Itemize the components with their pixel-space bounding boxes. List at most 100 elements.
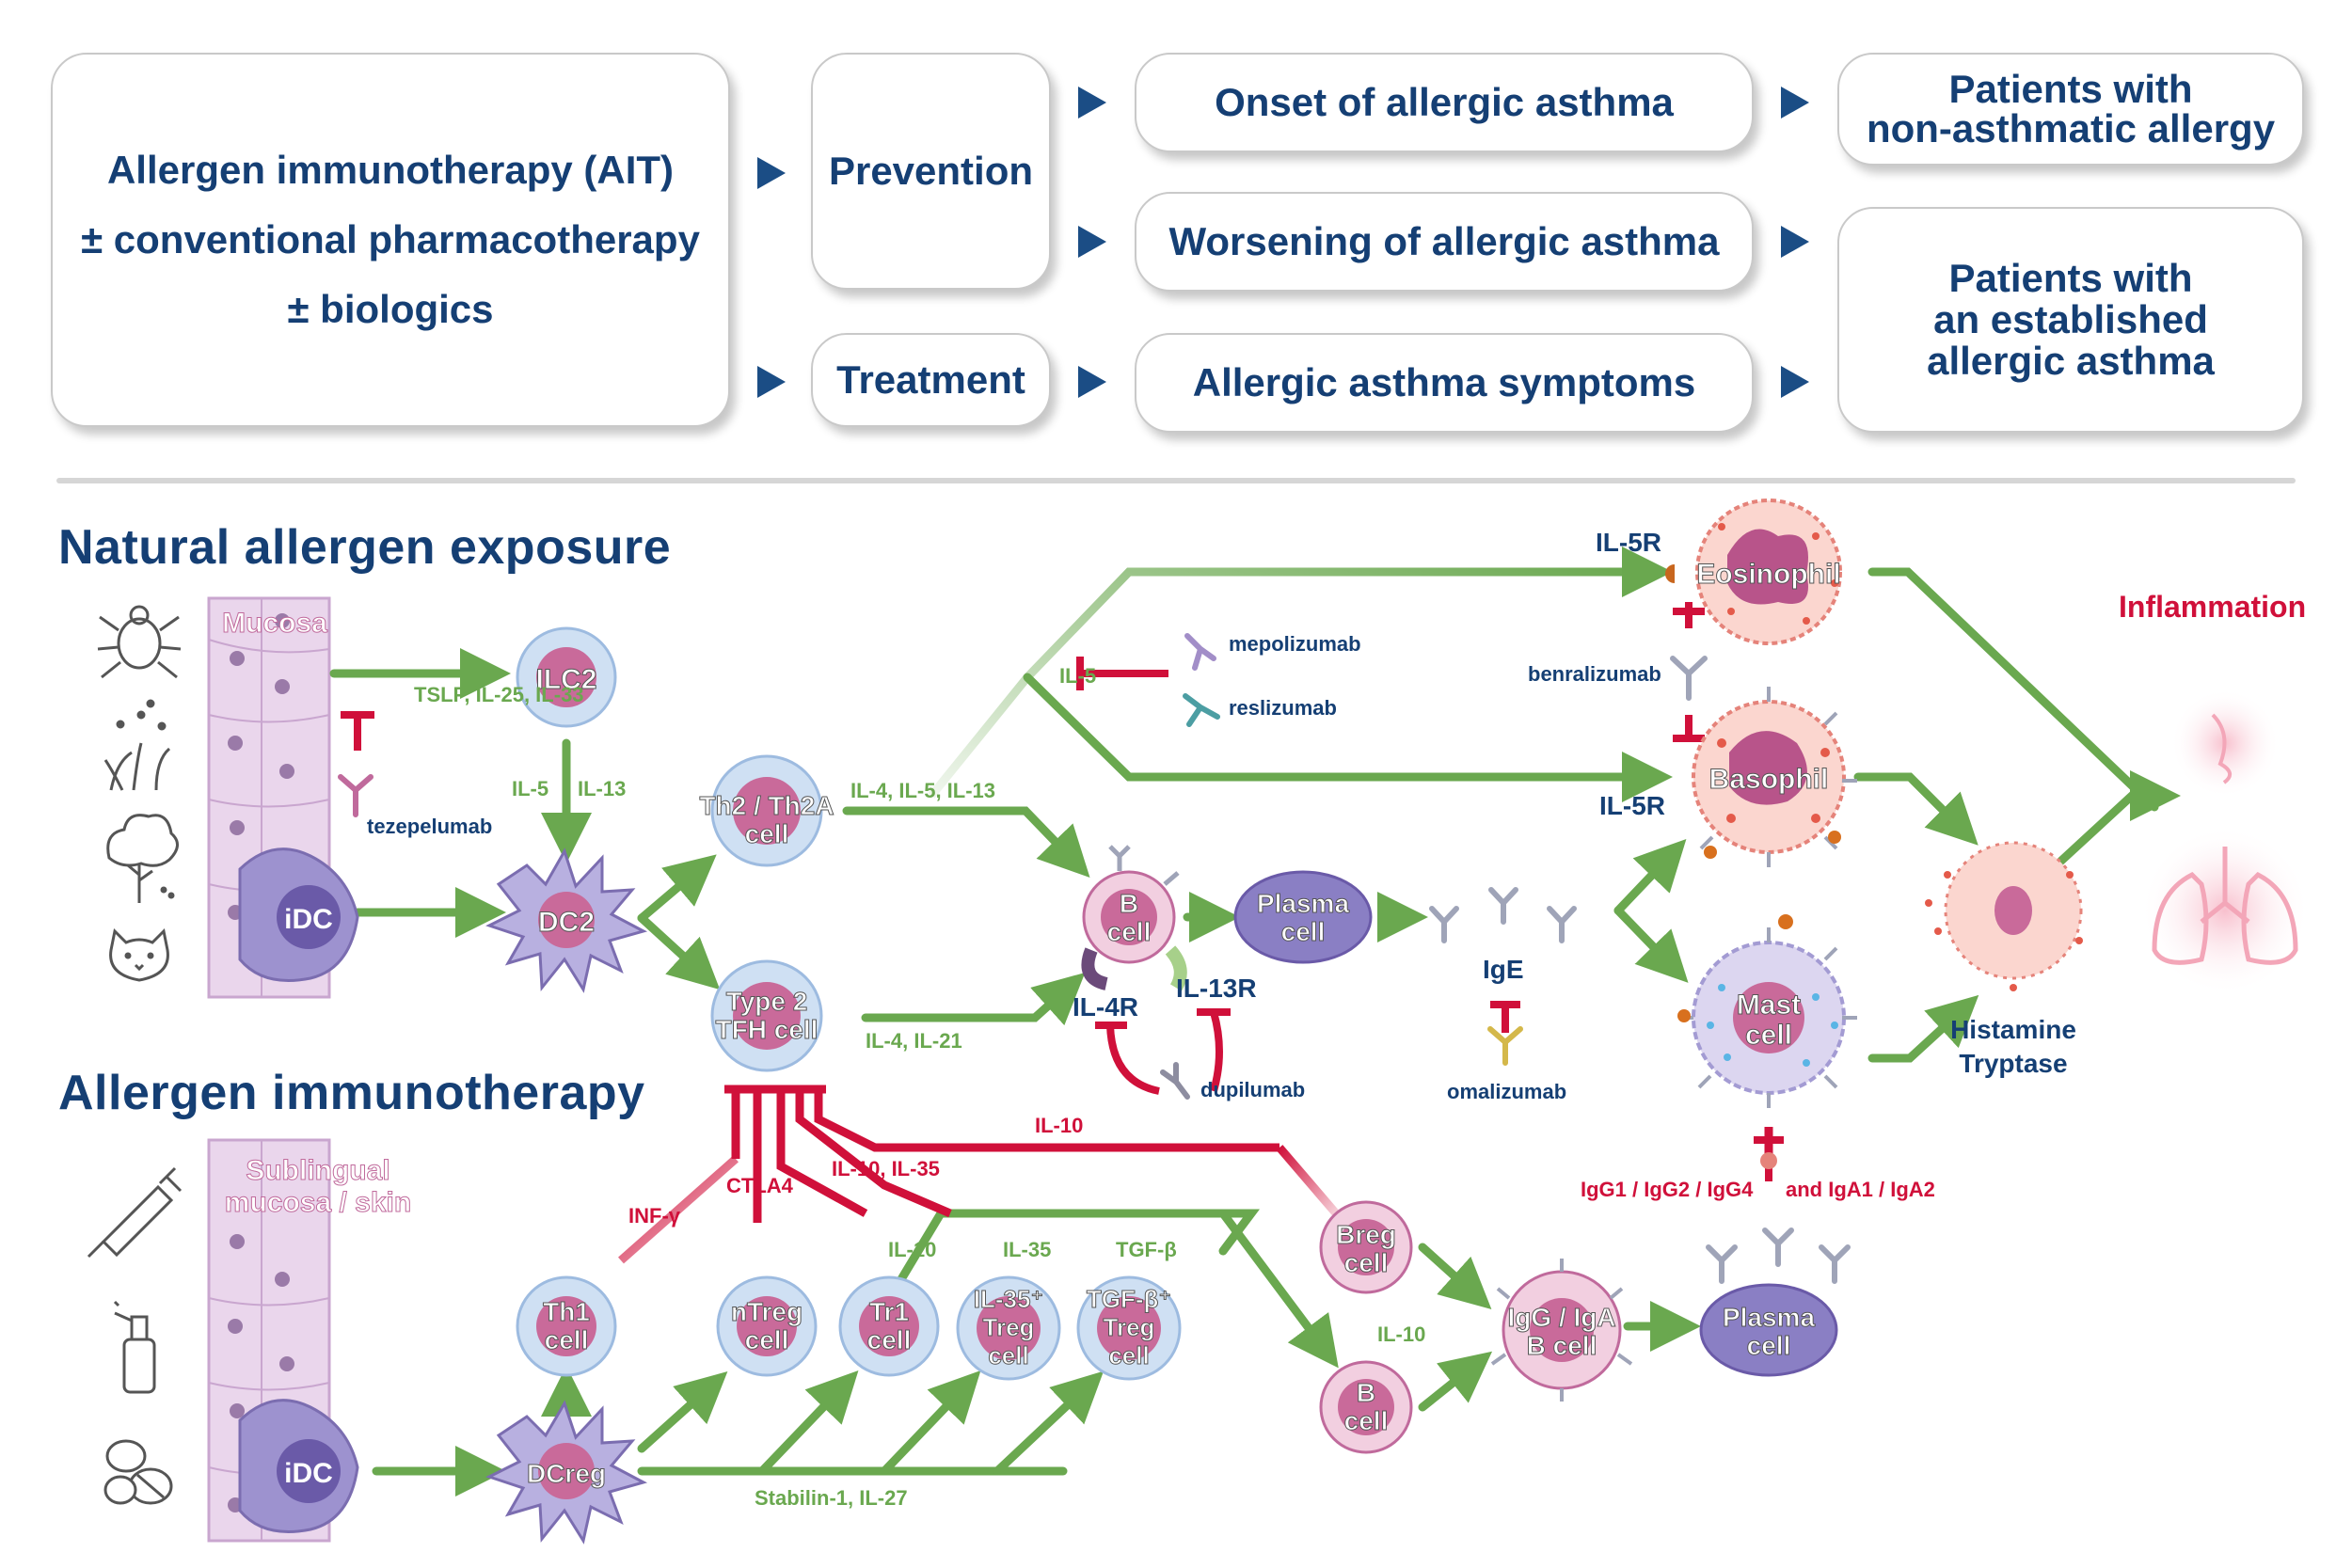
breg-cell: Breg cell [1319,1200,1413,1294]
breg-label-2: cell [1344,1248,1389,1277]
iga-label: and IgA1 / IgA2 [1786,1178,1935,1201]
tr1-label-2: cell [867,1325,912,1354]
ait-arrows [372,1209,1701,1497]
nonasthma-line2: non-asthmatic allergy [1866,106,2276,150]
tfh-label-2: TFH cell [716,1015,818,1044]
symptoms-label: Allergic asthma symptoms [1192,360,1696,404]
idc-cell-ait: iDC [238,1399,359,1533]
il35treg-label-3: cell [988,1341,1028,1370]
il4-il21-label: IL-4, IL-21 [866,1029,962,1053]
mast-label-1: Mast [1737,990,1801,1021]
ait-heading: Allergen immunotherapy [58,1066,645,1120]
tgfb-treg-cell: TGF-β⁺ Treg cell [1076,1275,1182,1381]
tryptase-label: Tryptase [1959,1049,2067,1078]
igg-label: IgG1 / IgG2 / IgG4 [1581,1178,1754,1201]
dcreg-cell: DCreg [485,1400,648,1544]
stabilin-label: Stabilin-1, IL-27 [755,1486,908,1510]
asthma-line3: allergic asthma [1927,339,2215,383]
ilc2-label: ILC2 [535,664,596,695]
plasma-label-1: Plasma [1257,889,1349,918]
treatment-box: Treatment [811,333,1051,427]
il4r-label: IL-4R [1073,992,1138,1022]
mast-cell: Mast cell [1677,914,1857,1108]
tr1-label-1: Tr1 [869,1297,909,1326]
prevention-label: Prevention [828,149,1034,193]
arrow-to-symptoms [1078,366,1106,398]
arrow-to-onset [1078,87,1106,119]
il10-il35-label: IL-10, IL-35 [832,1157,940,1180]
ait-line1: Allergen immunotherapy (AIT) [106,148,675,192]
mite-icon [97,605,182,679]
lungs-icon [2152,847,2298,965]
patients-asthma-box: Patients with an established allergic as… [1837,207,2304,433]
arrow-to-worsening [1078,226,1106,258]
dc2-label: DC2 [538,907,595,938]
idc-cell-natural: iDC [238,847,359,982]
nonasthma-line1: Patients with [1948,67,2193,111]
b-label-1: B [1120,889,1138,918]
worsening-box: Worsening of allergic asthma [1135,192,1754,292]
patients-nonasthma-box: Patients with non-asthmatic allergy [1837,53,2304,166]
prevention-box: Prevention [811,53,1051,290]
il35-green-label: IL-35 [1003,1238,1051,1261]
tgfbtreg-label-3: cell [1108,1341,1149,1370]
il5-arrow [928,546,1673,799]
arrow-to-nonasthma [1781,87,1809,119]
reslizumab-label: reslizumab [1229,696,1337,720]
histamine-label: Histamine [1950,1015,2076,1044]
th1-label-1: Th1 [543,1297,590,1326]
degranulated-cell [1925,841,2083,991]
symptoms-box: Allergic asthma symptoms [1135,333,1754,433]
il10-green-label: IL-10 [888,1238,936,1261]
benralizumab-label: benralizumab [1528,662,1661,686]
antigen-dot [1760,1152,1777,1169]
arrow-to-asthma-1 [1781,226,1809,258]
ctla4-label: CTLA4 [726,1174,794,1197]
il35-treg-cell: IL-35⁺ Treg cell [956,1275,1061,1381]
tgfb-green-label: TGF-β [1116,1238,1177,1261]
green-labels: TSLP, IL-25, IL-33 IL-5 IL-13 IL-4, IL-5… [414,664,1425,1510]
mepolizumab-label: mepolizumab [1229,632,1361,656]
mucosa-label: Mucosa [222,608,327,639]
reslizumab-antibody [1183,693,1220,727]
allergen-icons [87,605,183,1505]
arrow-to-asthma-2 [1781,366,1809,398]
ntreg-label-2: cell [745,1325,789,1354]
arrow-to-prevention [757,157,786,189]
il10-red-label: IL-10 [1035,1114,1083,1137]
red-labels: INF-γ CTLA4 IL-10, IL-35 IL-10 IgG1 / Ig… [628,1114,1935,1227]
navy-labels: tezepelumab mepolizumab reslizumab benra… [367,632,1661,1103]
plasma-ait-label-2: cell [1747,1331,1791,1360]
inflammation-label: Inflammation [2119,590,2306,624]
il5-label: IL-5 [1059,664,1096,688]
il10-b-label: IL-10 [1377,1323,1425,1346]
iggb-label-2: B cell [1527,1331,1597,1360]
treatment-label: Treatment [836,357,1025,402]
ait-box: Allergen immunotherapy (AIT) ± conventio… [51,53,730,427]
infg-line [618,1155,739,1264]
infg-label: INF-γ [628,1204,681,1227]
ilc2-cell: ILC2 [516,626,617,728]
nose-icon [2211,713,2232,784]
worsening-label: Worsening of allergic asthma [1168,219,1720,263]
spray-icon [113,1300,156,1394]
tree-icon [106,814,179,903]
mepolizumab-antibody [1184,633,1216,671]
tfh-label-1: Type 2 [726,987,808,1016]
tfh-cell: Type 2 TFH cell [710,959,823,1072]
dupilumab-antibody [1160,1062,1190,1100]
onset-box: Onset of allergic asthma [1135,53,1754,152]
th1-label-2: cell [545,1325,589,1354]
il5r-bottom-label: IL-5R [1599,791,1665,820]
basophil-label: Basophil [1709,764,1829,795]
tr1-cell: Tr1 cell [838,1275,940,1377]
ait-line2: ± conventional pharmacotherapy [81,217,700,261]
dupilumab-label: dupilumab [1200,1078,1305,1101]
igg-antibodies [1706,1227,1851,1284]
eosinophil-label: Eosinophil [1696,559,1840,590]
antibodies [338,633,1851,1284]
benralizumab-antibody [1670,656,1708,701]
tgfbtreg-label-1: TGF-β⁺ [1087,1285,1171,1313]
tslp-label: TSLP, IL-25, IL-33 [414,683,584,706]
